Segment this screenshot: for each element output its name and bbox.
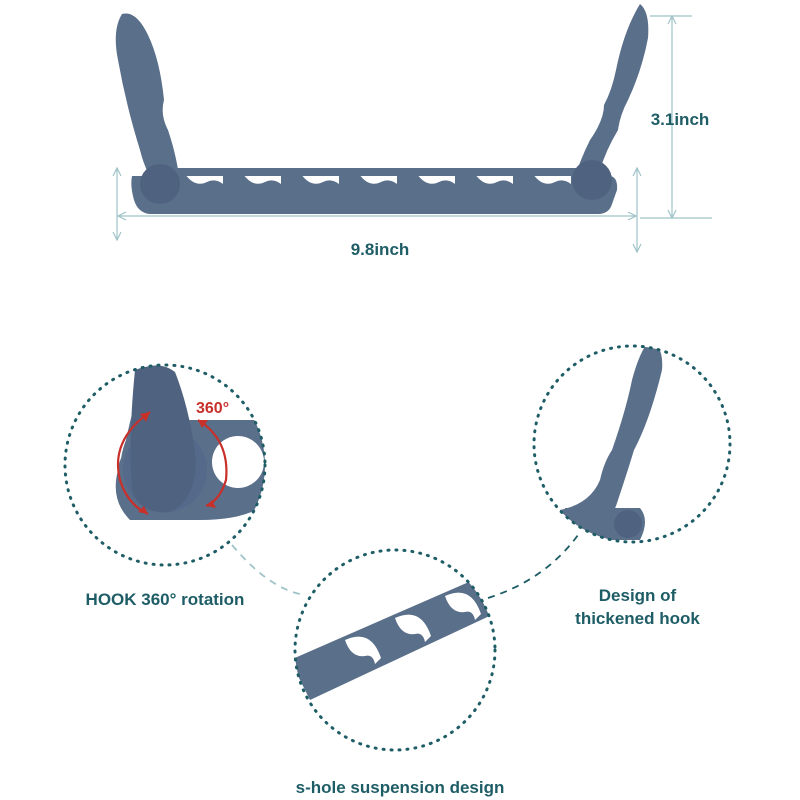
hanger-right-hook <box>573 4 649 196</box>
thickened-hook-caption: Design of thickened hook <box>555 584 720 630</box>
height-dimension-label: 3.1inch <box>650 110 710 129</box>
callout-thickened-hook <box>532 344 732 544</box>
hook-rotation-caption: HOOK 360° rotation <box>85 590 245 609</box>
callout-hook-rotation <box>63 363 267 567</box>
callout-s-hole <box>293 548 497 752</box>
thickened-hook-caption-line1: Design of <box>598 586 677 605</box>
hanger-left-hook <box>115 13 180 195</box>
s-hole-caption: s-hole suspension design <box>295 778 505 797</box>
thickened-hook-caption-line2: thickened hook <box>575 609 700 628</box>
rotation-badge-label: 360° <box>196 400 230 417</box>
width-dimension-label: 9.8inch <box>350 240 410 259</box>
hanger-bar <box>131 176 618 214</box>
hanger-full <box>115 4 649 214</box>
dimension-lines <box>112 14 712 254</box>
connector-lines <box>231 534 579 599</box>
